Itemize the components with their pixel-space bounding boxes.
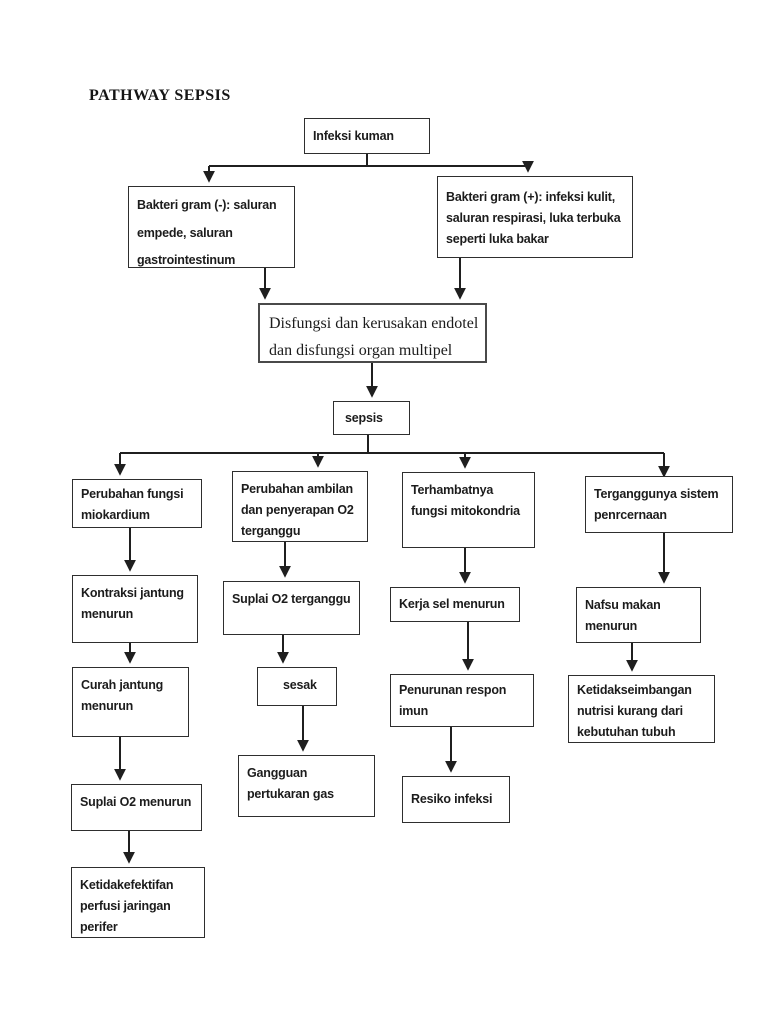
- node-ketidakseimbangan-nutrisi: Ketidakseimbangan nutrisi kurang dari ke…: [568, 675, 715, 743]
- node-bakteri-gram-positif: Bakteri gram (+): infeksi kulit, saluran…: [437, 176, 633, 258]
- node-text-line: saluran respirasi, luka terbuka: [446, 211, 621, 225]
- node-kontraksi-jantung-menurun: Kontraksi jantung menurun: [72, 575, 198, 643]
- node-text-line: Kontraksi jantung: [81, 586, 184, 600]
- node-ketidakefektifan-perfusi: Ketidakefektifan perfusi jaringan perife…: [71, 867, 205, 938]
- node-text-line: Curah jantung: [81, 678, 164, 692]
- node-text-line: nutrisi kurang dari: [577, 704, 683, 718]
- node-text-line: Disfungsi dan kerusakan endotel: [269, 315, 479, 332]
- node-text-line: sesak: [283, 678, 317, 692]
- node-disfungsi-endotel: Disfungsi dan kerusakan endotel dan disf…: [258, 303, 487, 363]
- node-text-line: Nafsu makan: [585, 598, 661, 612]
- node-text-line: perifer: [80, 920, 118, 934]
- node-gangguan-pertukaran-gas: Gangguan pertukaran gas: [238, 755, 375, 817]
- node-text-line: terganggu: [241, 524, 301, 538]
- arrow-sepsis-split: [120, 435, 664, 454]
- node-text-line: pertukaran gas: [247, 787, 334, 801]
- node-penurunan-respon-imun: Penurunan respon imun: [390, 674, 534, 727]
- node-text-line: Bakteri gram (+): infeksi kulit,: [446, 190, 615, 204]
- node-suplai-o2-terganggu: Suplai O2 terganggu: [223, 581, 360, 635]
- node-text-line: perfusi jaringan: [80, 899, 171, 913]
- node-text-line: gastrointestinum: [137, 253, 236, 267]
- node-text-line: Kerja sel menurun: [399, 597, 505, 611]
- node-text-line: Penurunan respon: [399, 683, 507, 697]
- node-text-line: Ketidakefektifan: [80, 878, 174, 892]
- node-text-line: sepsis: [345, 411, 383, 425]
- node-text-line: kebutuhan tubuh: [577, 725, 676, 739]
- node-sepsis: sepsis: [333, 401, 410, 435]
- arrow-top-split: [209, 154, 528, 167]
- node-perubahan-ambilan-o2: Perubahan ambilan dan penyerapan O2 terg…: [232, 471, 368, 542]
- node-text-line: dan penyerapan O2: [241, 503, 354, 517]
- node-text-line: imun: [399, 704, 429, 718]
- node-perubahan-fungsi-miokardium: Perubahan fungsi miokardium: [72, 479, 202, 528]
- node-kerja-sel-menurun: Kerja sel menurun: [390, 587, 520, 622]
- node-sesak: sesak: [257, 667, 337, 706]
- page-title: PATHWAY SEPSIS: [89, 87, 231, 104]
- node-suplai-o2-menurun: Suplai O2 menurun: [71, 784, 202, 831]
- node-resiko-infeksi: Resiko infeksi: [402, 776, 510, 823]
- node-text-line: Terganggunya sistem: [594, 487, 719, 501]
- node-text-line: menurun: [585, 619, 638, 633]
- node-text-line: Bakteri gram (-): saluran: [137, 198, 277, 212]
- node-text-line: empede, saluran: [137, 225, 233, 240]
- node-text-line: miokardium: [81, 508, 150, 522]
- node-text-line: Perubahan ambilan: [241, 482, 353, 496]
- node-text-line: Suplai O2 menurun: [80, 795, 192, 809]
- node-text-line: Gangguan: [247, 766, 308, 780]
- node-curah-jantung-menurun: Curah jantung menurun: [72, 667, 189, 737]
- node-text-line: Terhambatnya: [411, 483, 494, 497]
- node-text-line: Perubahan fungsi: [81, 487, 184, 501]
- node-terhambatnya-fungsi-mitokondria: Terhambatnya fungsi mitokondria: [402, 472, 535, 548]
- node-infeksi-kuman: Infeksi kuman: [304, 118, 430, 154]
- node-bakteri-gram-negatif: Bakteri gram (-): saluran empede, salura…: [128, 186, 295, 268]
- node-text-line: menurun: [81, 607, 134, 621]
- node-text-line: Resiko infeksi: [411, 792, 493, 806]
- node-text-line: penrcernaan: [594, 508, 667, 522]
- node-text-line: Infeksi kuman: [313, 129, 394, 143]
- node-text-line: seperti luka bakar: [446, 232, 549, 246]
- node-text-line: menurun: [81, 699, 134, 713]
- node-text-line: dan disfungsi organ multipel: [269, 342, 453, 359]
- node-text-line: Ketidakseimbangan: [577, 683, 692, 697]
- node-nafsu-makan-menurun: Nafsu makan menurun: [576, 587, 701, 643]
- node-terganggunya-sistem-pencernaan: Terganggunya sistem penrcernaan: [585, 476, 733, 533]
- node-text-line: Suplai O2 terganggu: [232, 592, 351, 606]
- node-text-line: fungsi mitokondria: [411, 504, 520, 518]
